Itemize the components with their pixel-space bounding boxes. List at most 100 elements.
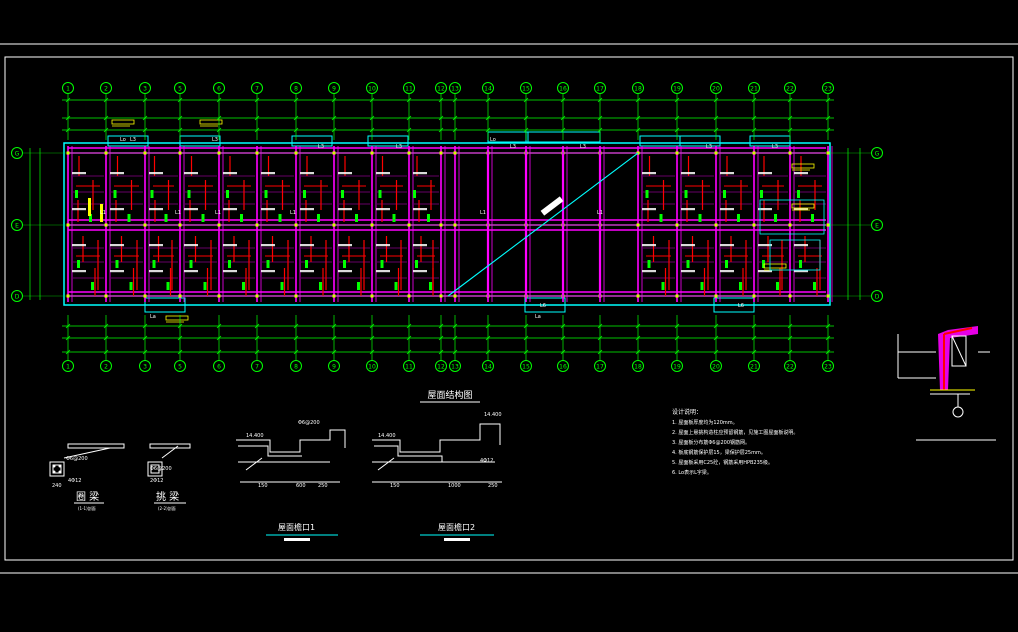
detail-eave-1: 14.400 Φ6@200 150 600 250 屋面檐口1 [236,420,346,541]
axis-label-bottom: 22 [786,364,794,371]
row-label: D [875,294,880,301]
cantilever-rebar: 2Φ12 [150,478,163,484]
axis-label-bottom: 18 [634,364,642,371]
axis-label-bottom: 10 [368,364,376,371]
axis-label-top: 16 [559,86,567,93]
axis-label-bottom: 13 [451,364,459,371]
axis-bubble-top [251,82,263,94]
row-bubble [11,290,23,302]
eave2-dim-c: 250 [488,483,498,489]
beam-label: La [535,314,541,320]
beam-label: L1 [215,210,221,216]
detail-ring-beam: 240 4Φ12 Φ6@200 圈 梁 (1-1)剖面 [49,443,125,511]
eave2-rebar: 4Φ12 [480,458,493,464]
axis-label-bottom: 19 [673,364,681,371]
axis-bubble-bottom [671,360,683,372]
axis-label-top: 18 [634,86,642,93]
axis-bubble-bottom [290,360,302,372]
eave1-rebar: Φ6@200 [298,420,320,426]
row-label: E [875,223,879,230]
axis-bubble-top [632,82,644,94]
axis-bubble-bottom [632,360,644,372]
beam-label: L1 [100,210,106,216]
row-bubble [871,147,883,159]
axis-bubble-top [100,82,112,94]
beam-label: L1 [175,210,181,216]
axis-bubble-bottom [822,360,834,372]
axis-bubble-top [557,82,569,94]
beam-label: L3 [510,144,516,150]
beam-label: L3 [706,144,712,150]
cantilever-sub: (2-2)剖面 [158,505,176,511]
axis-label-top: 11 [405,86,413,93]
note-line: 4. 板底钢筋保护层15，梁保护层25mm。 [672,449,766,456]
detail-cantilever-beam: 2Φ12 Φ6@200 挑 梁 (2-2)剖面 [147,443,191,511]
axis-bubble-top [435,82,447,94]
eave2-dim-a: 150 [390,483,400,489]
eave2-elev: 14.400 [378,433,396,439]
axis-bubble-top [174,82,186,94]
axis-label-bottom: 20 [712,364,720,371]
axis-bubble-top [822,82,834,94]
note-line: 1. 屋面板厚度均为120mm。 [672,419,738,426]
axis-label-top: 10 [368,86,376,93]
axis-bubble-top [671,82,683,94]
notes-heading: 设计说明： [672,408,702,416]
eave1-dim-a: 150 [258,483,268,489]
beam-label: L3 [130,137,136,143]
beam-label: Lo [120,137,126,143]
row-bubble [871,290,883,302]
axis-bubble-top [482,82,494,94]
detail-eave-2: 14.400 14.400 4Φ12 150 1000 250 屋面檐口2 [372,412,502,541]
row-label: G [875,151,880,158]
axis-bubble-top [403,82,415,94]
axis-bubble-bottom [251,360,263,372]
axis-label-top: 13 [451,86,459,93]
axis-bubble-bottom [213,360,225,372]
axis-bubble-top [520,82,532,94]
axis-bubble-bottom [784,360,796,372]
beam-label: L1 [480,210,486,216]
axis-label-top: 14 [484,86,492,93]
drawing-frame [4,56,1014,561]
axis-label-top: 22 [786,86,794,93]
axis-label-bottom: 14 [484,364,492,371]
note-line: 6. Lo表示L字梁。 [672,469,712,476]
axis-label-bottom: 23 [824,364,832,371]
axis-bubble-bottom [328,360,340,372]
eave2-top: 14.400 [484,412,502,418]
axis-label-top: 7 [255,86,259,93]
axis-bubble-bottom [100,360,112,372]
axis-label-bottom: 17 [596,364,604,371]
axis-label-bottom: 1 [66,364,70,371]
ring-beam-sub: (1-1)剖面 [78,505,96,511]
row-label: G [15,151,20,158]
slab-diagonal [447,152,639,297]
axis-bubble-bottom [748,360,760,372]
ring-beam-stirrup: Φ6@200 [66,456,88,462]
axis-bubble-bottom [557,360,569,372]
axis-label-top: 2 [104,86,108,93]
axis-label-top: 19 [673,86,681,93]
axis-label-top: 1 [66,86,70,93]
beam-label: L3 [396,144,402,150]
axis-bubble-top [784,82,796,94]
axis-bubble-bottom [710,360,722,372]
axis-label-top: 20 [712,86,720,93]
axis-label-top: 3 [143,86,147,93]
axis-label-bottom: 15 [522,364,530,371]
eave2-title: 屋面檐口2 [438,522,475,532]
axis-bubble-bottom [482,360,494,372]
axis-label-top: 21 [750,86,758,93]
design-notes: 设计说明： 1. 屋面板厚度均为120mm。2. 屋面上悬挑构造柱应预留钢筋，见… [672,408,798,476]
axis-bubble-top [594,82,606,94]
axis-label-bottom: 2 [104,364,108,371]
row-label: E [15,223,19,230]
eave1-dim-c: 250 [318,483,328,489]
axis-bubble-top [366,82,378,94]
axis-bubble-bottom [594,360,606,372]
beam-label: L3 [772,144,778,150]
axis-bubble-top [710,82,722,94]
eave1-elev: 14.400 [246,433,264,439]
